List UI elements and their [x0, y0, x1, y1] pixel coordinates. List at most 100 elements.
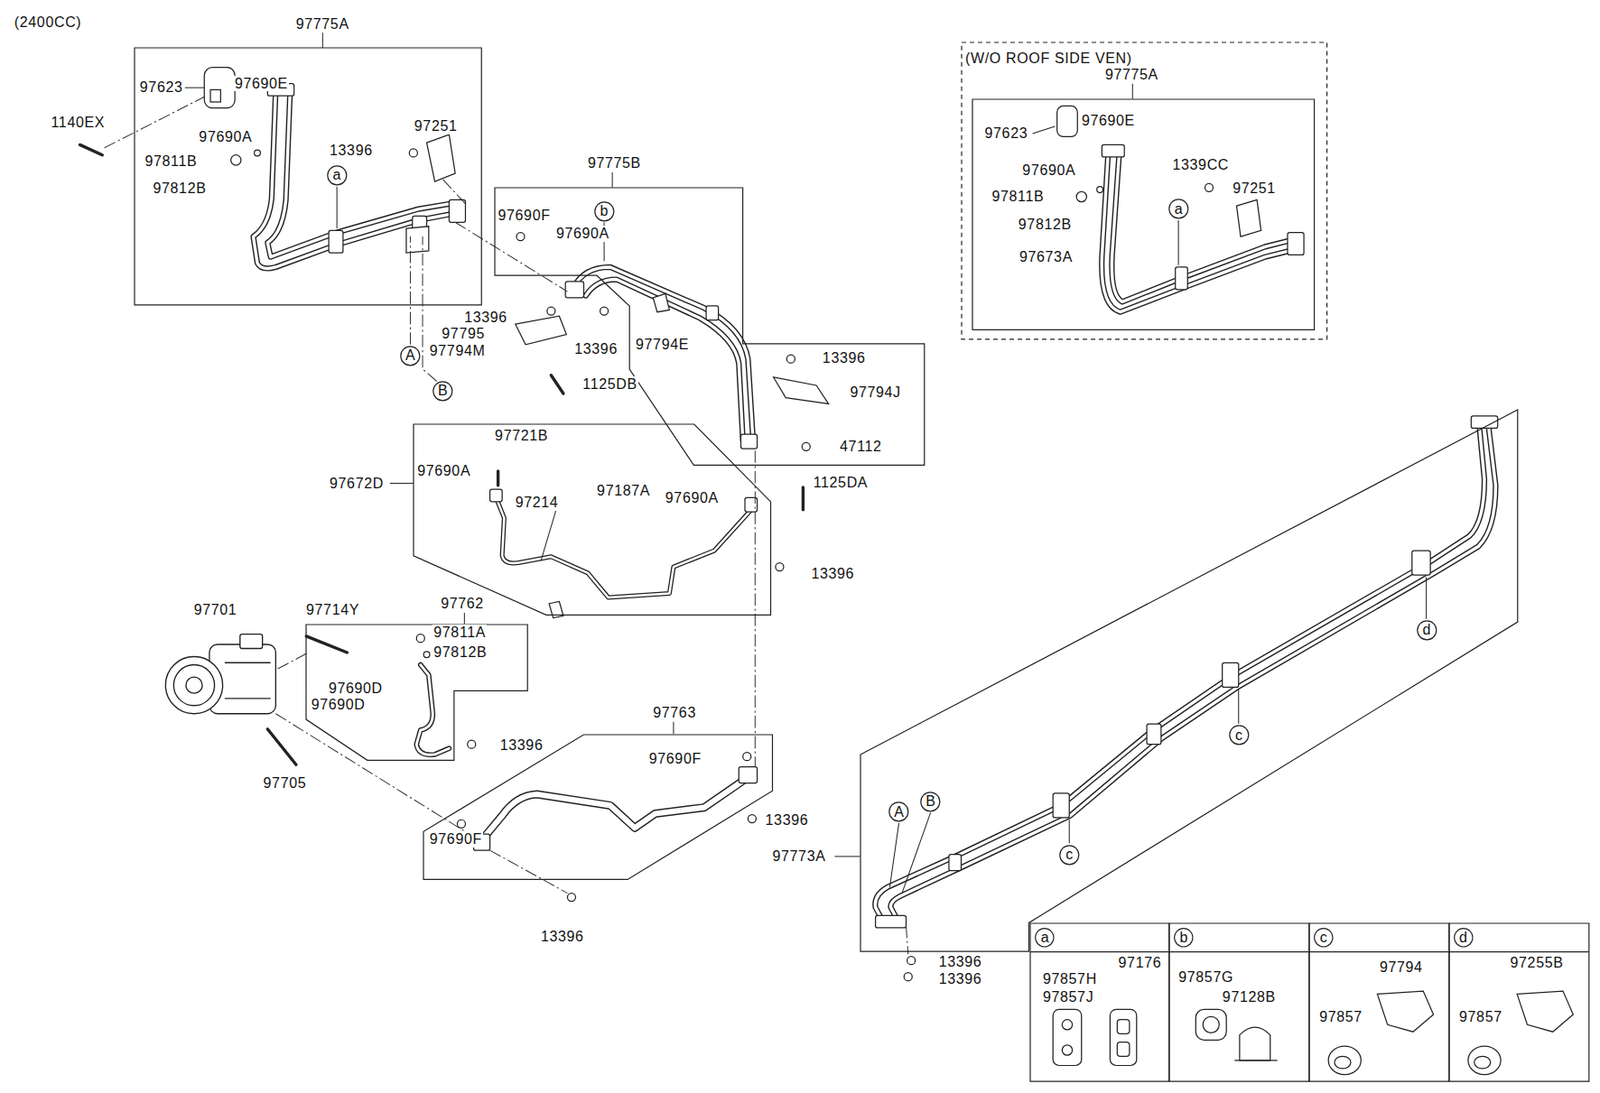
callout-circle: a [1168, 198, 1190, 220]
frame-outline [494, 187, 925, 466]
part-number: 97812B [432, 644, 488, 661]
part-number: 97794J [848, 384, 902, 401]
part-number: 97794M [428, 343, 487, 360]
callout-circle: A [888, 801, 910, 823]
callout-letter: A [893, 804, 904, 821]
callout-circle-outline [1060, 846, 1080, 866]
part-number: 97795 [440, 325, 486, 343]
table-rule [1030, 951, 1170, 953]
part-number: 97128B [1221, 989, 1277, 1006]
part-number: 97714Y [305, 602, 361, 619]
detail-table-column: d97255B97857 [1449, 923, 1590, 1082]
table-rule [1169, 951, 1310, 953]
part-number: 13396 [821, 350, 867, 367]
part-number: 97794 [1378, 959, 1424, 977]
nuts [231, 148, 1214, 982]
assembly-number: 97762 [439, 595, 485, 613]
callout-letter: c [1320, 930, 1328, 947]
node-outline [306, 624, 528, 761]
part-number: 97721B [493, 427, 549, 445]
assembly-frame: 97775Aa [972, 99, 1315, 330]
assembly-number: 97775A [295, 16, 351, 33]
callout-letter: a [332, 167, 341, 185]
callout-circle: c [1059, 845, 1080, 866]
table-rule [1449, 951, 1590, 953]
frame-outline [972, 99, 1315, 330]
part-number: 13396 [463, 309, 509, 326]
part-number: 97690F [496, 207, 551, 224]
frame-outline [134, 47, 482, 306]
part-number: 13396 [328, 142, 374, 159]
callout-circle-outline [400, 346, 420, 366]
assembly-frame: 97762 [306, 624, 528, 761]
leader-line [185, 32, 1427, 894]
part-number: 97690A [664, 490, 720, 507]
detail-table-column: b97857G97128B [1169, 923, 1310, 1082]
compressor [165, 634, 276, 715]
part-number: 97705 [262, 775, 308, 792]
part-number: 13396 [938, 954, 984, 971]
frame-outline [1309, 923, 1450, 1082]
part-number: 97857J [1041, 989, 1095, 1006]
assembly-frame: 97775Aa [134, 47, 482, 306]
callout-letter: A [405, 348, 416, 365]
part-number: 97251 [1231, 180, 1277, 197]
bolts [79, 144, 803, 765]
callout-circle-outline [1169, 199, 1189, 219]
part-number: 13396 [764, 812, 810, 829]
assembly-number: 97763 [651, 705, 698, 722]
part-number: 97857G [1177, 969, 1235, 987]
part-number: 97690E [233, 75, 289, 93]
part-number: 97623 [139, 79, 185, 96]
diagram-title: (2400CC) [13, 14, 83, 31]
part-number: 13396 [809, 566, 856, 583]
node-outline [860, 409, 1518, 952]
part-number: 13396 [539, 929, 586, 946]
dash-dot-line [104, 96, 909, 955]
brackets [406, 134, 1262, 618]
part-number: 97690A [416, 463, 472, 480]
part-number: 97690A [1021, 162, 1077, 179]
part-number: 97857 [1318, 1009, 1364, 1026]
frame-outline [860, 409, 1518, 952]
part-number: 13396 [573, 341, 619, 358]
frame-outline [1169, 923, 1310, 1082]
frame-outline [961, 42, 1328, 340]
callout-circle: B [920, 791, 941, 813]
part-number: 13396 [938, 971, 984, 988]
part-number: 97794E [634, 336, 690, 354]
part-number: 97251 [413, 118, 459, 135]
variant-frame: (W/O ROOF SIDE VEN) 97775Aa [961, 42, 1328, 340]
callout-circle-outline [1174, 928, 1193, 947]
callout-circle: B [432, 381, 454, 402]
callout-circle: b [594, 201, 615, 223]
callout-circle-outline [433, 381, 453, 400]
assembly-number: 97672D [328, 475, 385, 493]
assembly-number: 97773A [771, 848, 827, 866]
part-number: 97673A [1018, 249, 1074, 266]
frame-outline [306, 624, 528, 761]
part-number: 97690D [310, 697, 367, 714]
part-number: 97690F [648, 751, 703, 768]
node-outline [423, 734, 773, 880]
frame-outline [1030, 923, 1170, 1082]
pipe-inside [253, 89, 1497, 923]
assembly-frame: 97763 [423, 734, 773, 880]
part-number: 97623 [984, 125, 1030, 142]
part-number: 97811B [990, 188, 1045, 205]
pipe-outline [253, 89, 1497, 923]
part-number: 97214 [514, 494, 560, 512]
fittings [204, 67, 1498, 929]
part-number: 97176 [1117, 955, 1163, 972]
callout-circle-outline [1416, 621, 1436, 641]
assembly-number: (W/O ROOF SIDE VEN) [964, 50, 1134, 67]
callout-letter: c [1065, 846, 1073, 864]
callout-circle-outline [326, 166, 346, 186]
callout-letter: a [1174, 201, 1183, 218]
callout-letter: B [437, 382, 448, 400]
part-number: 97690A [555, 225, 611, 242]
callout-circle-outline [1035, 928, 1054, 947]
callout-circle: d [1416, 620, 1438, 642]
